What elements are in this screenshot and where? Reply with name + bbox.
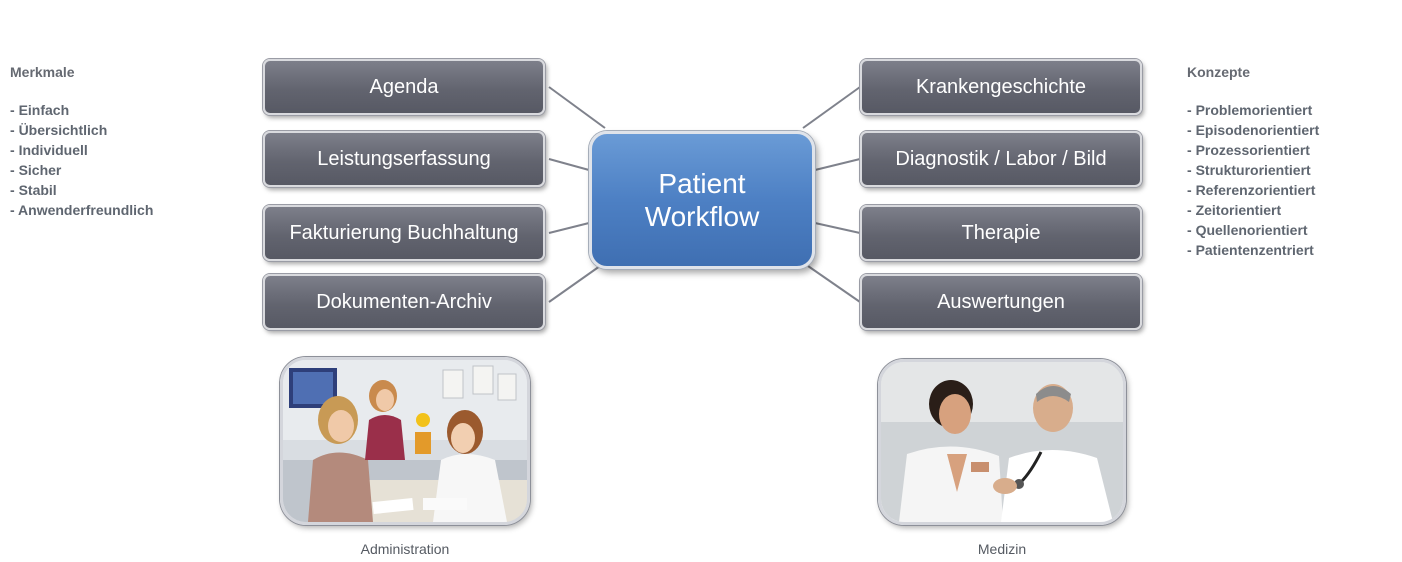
medizin-illustration [881,362,1123,522]
merkmale-item: Einfach [10,100,153,120]
konzepte-item: Referenzorientiert [1187,180,1319,200]
box-label: Diagnostik / Labor / Bild [895,147,1107,170]
box-label: Therapie [961,221,1041,244]
konzepte-item: Zeitorientiert [1187,200,1319,220]
konzepte-item: Problemorientiert [1187,100,1319,120]
connector-auswertungen [807,265,861,303]
merkmale-item: Anwenderfreundlich [10,200,153,220]
connector-dokumenten-archiv [548,265,601,303]
box-dokumenten-archiv: Dokumenten-Archiv [263,274,545,330]
konzepte-item: Prozessorientiert [1187,140,1319,160]
box-diagnostik-labor-bild: Diagnostik / Labor / Bild [860,131,1142,187]
administration-photo [280,357,530,525]
connector-leistungserfassung [548,158,590,171]
konzepte-item: Quellenorientiert [1187,220,1319,240]
merkmale-list: Einfach Übersichtlich Individuell Sicher… [10,100,153,220]
center-line-2: Workflow [644,201,760,232]
connector-krankengeschichte [802,86,861,129]
connector-agenda [548,86,606,129]
box-therapie: Therapie [860,205,1142,261]
medizin-caption: Medizin [977,541,1027,557]
box-auswertungen: Auswertungen [860,274,1142,330]
merkmale-item: Individuell [10,140,153,160]
box-label: Krankengeschichte [915,75,1087,98]
konzepte-item: Episodenorientiert [1187,120,1320,140]
box-label: Leistungserfassung [317,147,491,170]
administration-illustration [283,360,527,522]
box-label: Auswertungen [937,290,1065,313]
center-line-1: Patient [658,168,746,199]
patient-workflow-node: Patient Workflow [589,131,815,269]
merkmale-item: Übersichtlich [10,120,153,140]
connector-diagnostik [814,158,861,171]
box-label: Agenda [369,75,439,98]
konzepte-item: Strukturorientiert [1187,160,1319,180]
box-label: Fakturierung Buchhaltung [289,221,519,244]
medizin-photo [878,359,1126,525]
box-label: Dokumenten-Archiv [316,290,492,313]
box-leistungserfassung: Leistungserfassung [263,131,545,187]
konzepte-list: Problemorientiert Episodenorientiert Pro… [1187,100,1320,260]
administration-caption: Administration [360,541,450,557]
merkmale-item: Sicher [10,160,153,180]
connector-therapie [814,222,861,234]
konzepte-title: Konzepte [1187,64,1250,80]
box-fakturierung-buchhaltung: Fakturierung Buchhaltung [263,205,545,261]
konzepte-item: Patientenzentriert [1187,240,1319,260]
box-agenda: Agenda [263,59,545,115]
merkmale-item: Stabil [10,180,153,200]
box-krankengeschichte: Krankengeschichte [860,59,1142,115]
merkmale-title: Merkmale [10,64,75,80]
connector-fakturierung [548,222,590,234]
